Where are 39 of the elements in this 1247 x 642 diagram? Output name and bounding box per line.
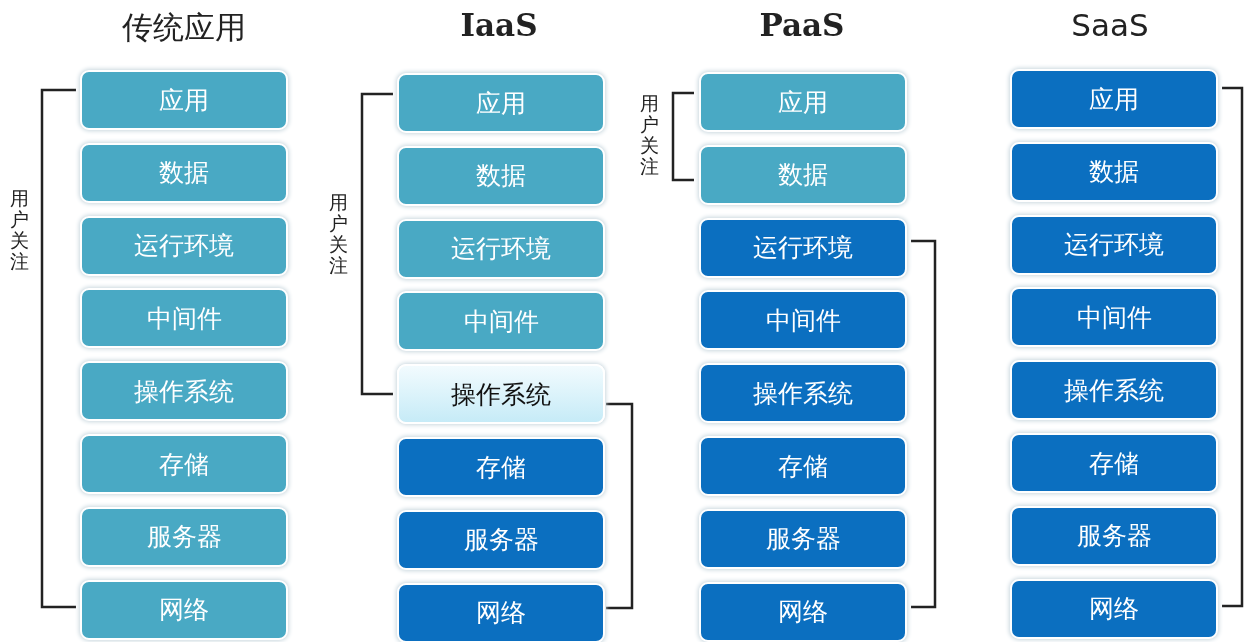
layer-box: 数据 [1010, 141, 1218, 202]
layer-box: 存储 [1010, 433, 1218, 493]
layer-box: 存储 [397, 437, 605, 497]
layer-box: 数据 [80, 142, 288, 203]
layer-box: 存储 [80, 434, 288, 494]
bracket-label: 用户关注 [640, 93, 659, 177]
bracket-label: 用户关注 [329, 192, 348, 276]
layer-box: 中间件 [397, 291, 605, 352]
layer-box: 应用 [80, 70, 288, 130]
layer-box: 中间件 [1010, 287, 1218, 348]
layer-box: 服务器 [80, 506, 288, 567]
layer-box: 网络 [80, 579, 288, 640]
column-heading: SaaS [1070, 7, 1150, 43]
layer-box: 服务器 [1010, 505, 1218, 566]
layer-box: 网络 [1010, 578, 1218, 639]
column-heading: PaaS [758, 7, 846, 43]
layer-box: 操作系统 [1010, 360, 1218, 421]
layer-box: 中间件 [80, 288, 288, 349]
layer-box: 服务器 [699, 508, 907, 569]
layer-box: 应用 [1010, 69, 1218, 129]
layer-box: 服务器 [397, 509, 605, 570]
layer-box: 运行环境 [699, 217, 907, 278]
column-heading: IaaS [459, 7, 539, 43]
layer-box: 操作系统 [699, 363, 907, 424]
layer-box: 网络 [397, 582, 605, 642]
layer-box: 数据 [397, 145, 605, 206]
bracket-label: 用户关注 [10, 188, 29, 272]
layer-box: 运行环境 [1010, 214, 1218, 275]
layer-box: 网络 [699, 581, 907, 642]
layer-box: 运行环境 [397, 218, 605, 279]
layer-box: 应用 [699, 72, 907, 132]
layer-box: 操作系统 [80, 361, 288, 422]
layer-box: 操作系统 [397, 364, 605, 425]
layer-box: 运行环境 [80, 215, 288, 276]
layer-box: 中间件 [699, 290, 907, 351]
layer-box: 数据 [699, 144, 907, 205]
layer-box: 存储 [699, 436, 907, 496]
column-heading: 传统应用 [121, 8, 247, 47]
layer-box: 应用 [397, 73, 605, 133]
